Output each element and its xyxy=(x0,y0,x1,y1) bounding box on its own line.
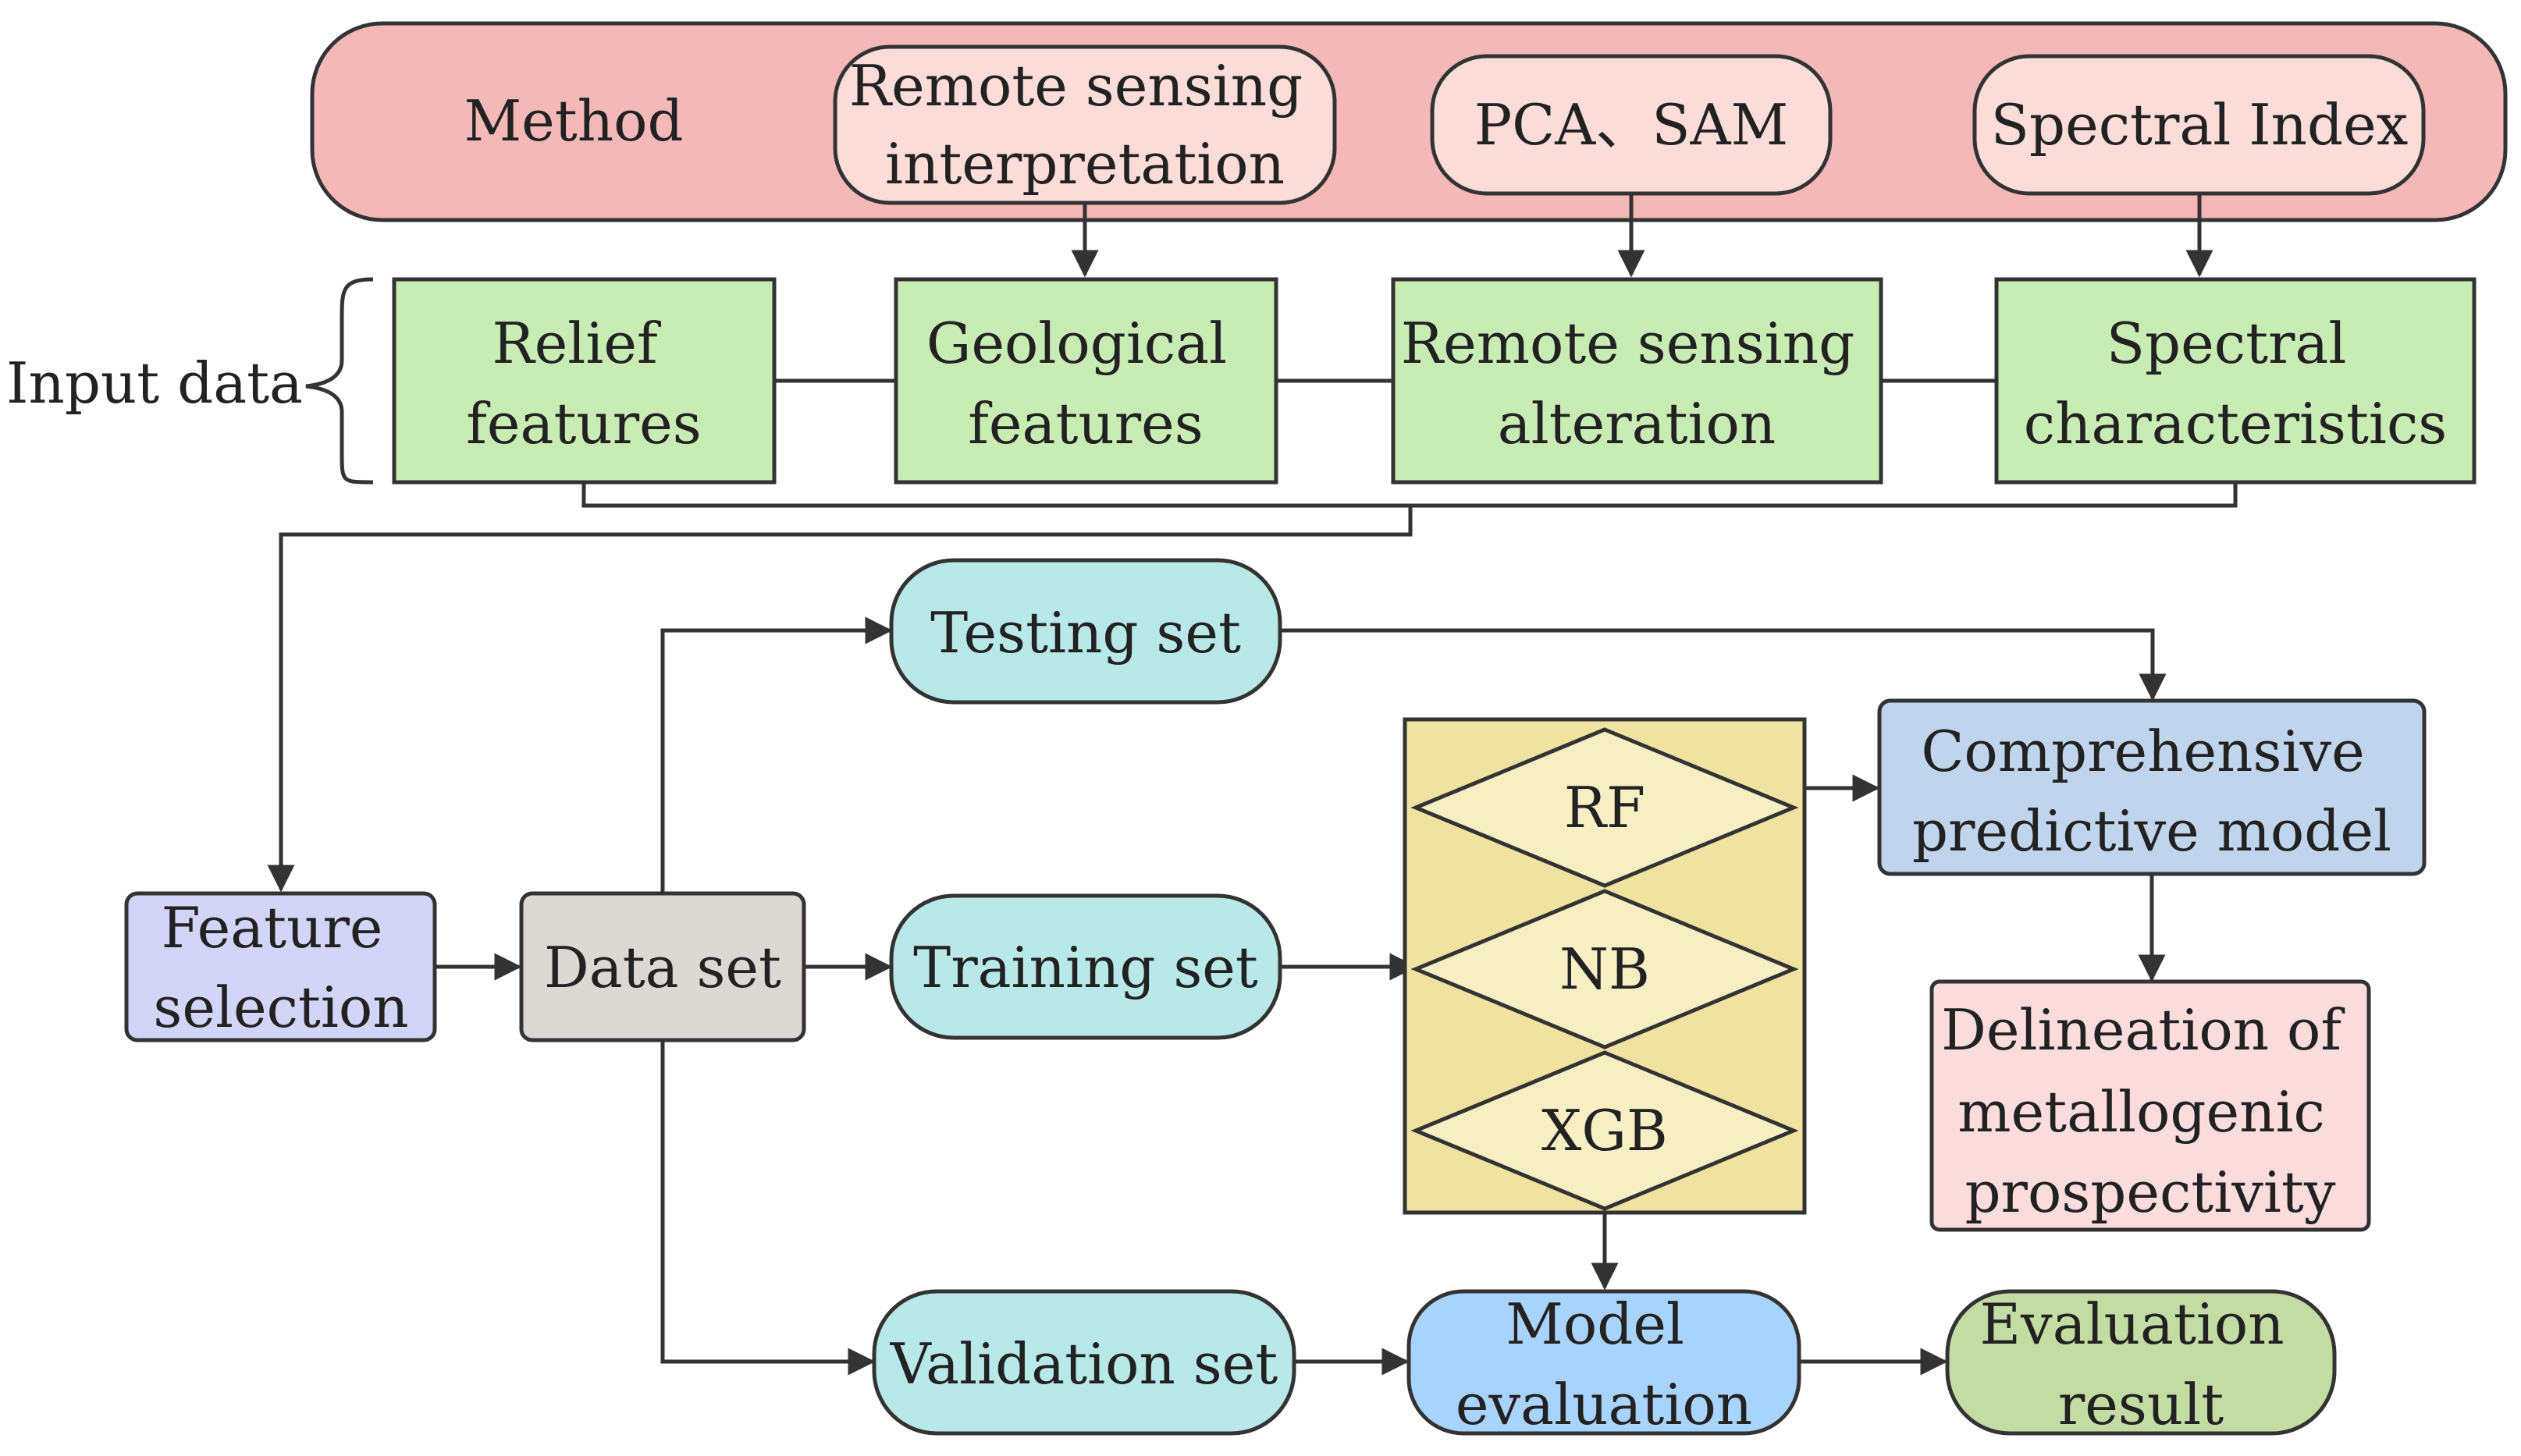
remote-sensing-alteration-label: Remote sensing alteration xyxy=(1401,311,1872,456)
delineation-label: Delineation of metallogenic prospectivit… xyxy=(1941,997,2359,1225)
spectral-index-label: Spectral Index xyxy=(1991,92,2409,158)
feature-selection-label: Feature selection xyxy=(153,895,408,1040)
spectral-characteristics-label: Spectral characteristics xyxy=(2024,311,2447,456)
training-set-label: Training set xyxy=(913,935,1258,1000)
spectral-characteristics-box xyxy=(1994,277,2477,485)
arrow-merge-to-feature-selection xyxy=(267,506,1413,893)
merge-line xyxy=(581,482,2238,508)
nb-label: NB xyxy=(1559,936,1650,1002)
remote-sensing-alteration-box xyxy=(1391,277,1883,485)
input-data-brace xyxy=(305,277,374,485)
model-evaluation-label: Model evaluation xyxy=(1456,1291,1752,1437)
xgb-diamond xyxy=(1410,1050,1799,1211)
rf-label: RF xyxy=(1564,775,1645,840)
rf-diamond xyxy=(1410,727,1799,888)
arrow-testing-to-comprehensive xyxy=(1280,628,2167,701)
evaluation-result-pill xyxy=(1945,1289,2337,1436)
relief-features-label: Relief features xyxy=(466,311,701,456)
relief-features-box xyxy=(392,277,777,485)
comprehensive-model-label: Comprehensive predictive model xyxy=(1912,719,2391,864)
evaluation-result-label: Evaluation result xyxy=(1979,1291,2302,1437)
remote-sensing-interpretation-label: Remote sensing interpretation xyxy=(849,53,1321,197)
validation-set-label: Validation set xyxy=(890,1331,1278,1397)
nb-diamond xyxy=(1410,889,1799,1049)
xgb-label: XGB xyxy=(1541,1098,1668,1163)
data-set-label: Data set xyxy=(544,935,781,1000)
delineation-box xyxy=(1929,979,2371,1232)
input-data-label: Input data xyxy=(6,350,303,416)
pca-sam-label: PCA、SAM xyxy=(1474,92,1789,158)
arrow-dataset-to-validation xyxy=(660,1040,876,1376)
method-label: Method xyxy=(464,88,683,154)
arrow-dataset-to-testing xyxy=(660,616,893,893)
testing-set-label: Testing set xyxy=(930,600,1241,666)
geological-features-box xyxy=(894,277,1278,485)
geological-features-label: Geological features xyxy=(926,311,1245,456)
